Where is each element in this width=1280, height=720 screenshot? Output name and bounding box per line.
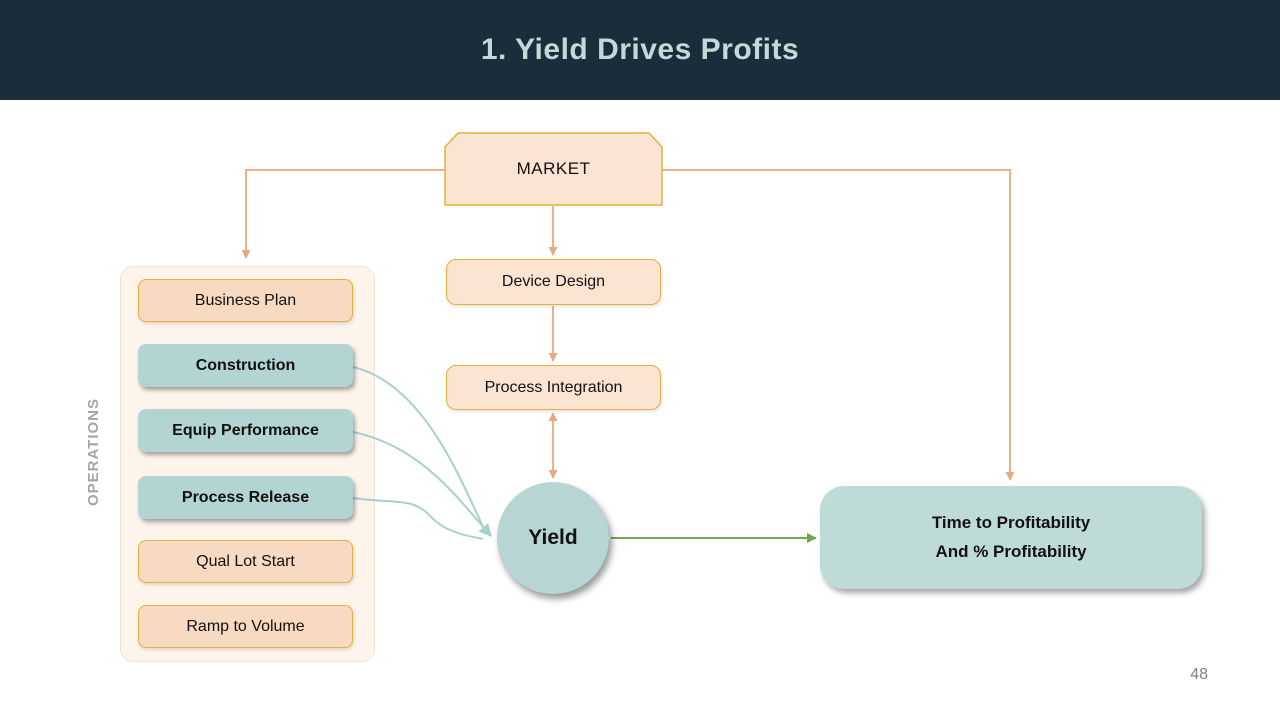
operation-item-label: Process Release: [181, 488, 310, 506]
profitability-line2: And % Profitability: [935, 541, 1087, 561]
slide-title: 1. Yield Drives Profits: [480, 33, 800, 66]
curve-equip-performance-to-yield: [352, 431, 492, 537]
process-integration-node: Process Integration: [446, 365, 661, 410]
operation-item-label: Construction: [195, 356, 296, 374]
operations-panel-label: OPERATIONS: [85, 397, 102, 507]
device-design-node: Device Design: [446, 259, 661, 305]
operation-item-process-release: Process Release: [138, 476, 353, 519]
operation-item-label: Qual Lot Start: [196, 552, 295, 570]
operation-item-label: Equip Performance: [172, 421, 319, 439]
operation-item-label: Business Plan: [194, 291, 297, 309]
operation-item-business-plan: Business Plan: [138, 279, 353, 322]
operation-item-ramp-to-volume: Ramp to Volume: [138, 605, 353, 648]
operation-item-qual-lot-start: Qual Lot Start: [138, 540, 353, 583]
operation-item-construction: Construction: [138, 344, 353, 387]
curve-construction-to-yield: [352, 366, 485, 530]
arrow-market-to-profitability: [662, 169, 1015, 481]
yield-node: Yield: [497, 482, 609, 594]
operations-panel: [120, 266, 375, 662]
operation-item-label: Ramp to Volume: [186, 617, 305, 635]
arrow-market-to-operations: [241, 169, 445, 259]
market-node: MARKET: [445, 133, 662, 205]
device-design-label: Device Design: [501, 273, 606, 290]
profitability-line1: Time to Profitability: [931, 513, 1091, 533]
slide-header: 1. Yield Drives Profits: [0, 0, 1280, 100]
operation-item-equip-performance: Equip Performance: [138, 409, 353, 452]
market-shape: [444, 132, 663, 206]
page-number: 48: [1190, 666, 1208, 683]
yield-label: Yield: [528, 526, 578, 549]
profitability-node: Time to Profitability And % Profitabilit…: [820, 486, 1202, 589]
process-integration-label: Process Integration: [484, 378, 623, 396]
market-label: MARKET: [516, 159, 591, 178]
curve-process-release-to-yield: [352, 497, 484, 540]
